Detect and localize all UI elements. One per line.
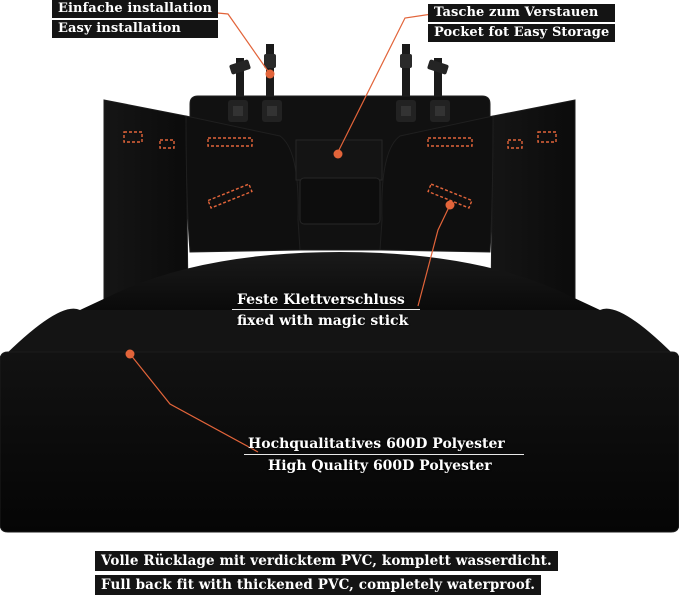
callout-pocket: Tasche zum Verstauen Pocket fot Easy Sto… (428, 4, 616, 42)
callout-material-de: Hochqualitatives 600D Polyester (248, 436, 505, 452)
callout-velcro-en: fixed with magic stick (237, 313, 409, 329)
callout-pocket-de: Tasche zum Verstauen (428, 4, 616, 22)
leader-dots (125, 69, 455, 359)
callout-material-en: High Quality 600D Polyester (268, 458, 492, 474)
callout-velcro-de: Feste Klettverschluss (237, 292, 405, 308)
callout-installation: Einfache installation Easy installation (52, 0, 219, 38)
callout-installation-de: Einfache installation (52, 0, 219, 18)
velcro-strips (123, 131, 557, 209)
left-side-flap (103, 99, 189, 301)
bumper-flap (0, 351, 679, 533)
callout-material-rule (244, 454, 524, 455)
callout-installation-en: Easy installation (52, 20, 219, 38)
storage-pocket (295, 139, 383, 225)
floor-panel (80, 252, 600, 310)
callout-velcro-rule (232, 309, 420, 310)
right-side-flap (490, 99, 576, 301)
footer-caption-en: Full back fit with thickened PVC, comple… (95, 575, 542, 595)
footer-caption-de: Volle Rücklage mit verdicktem PVC, kompl… (95, 551, 558, 571)
buckles (228, 100, 450, 122)
callout-pocket-en: Pocket fot Easy Storage (428, 24, 616, 42)
left-inner-panel (185, 115, 301, 253)
right-inner-panel (379, 115, 494, 253)
